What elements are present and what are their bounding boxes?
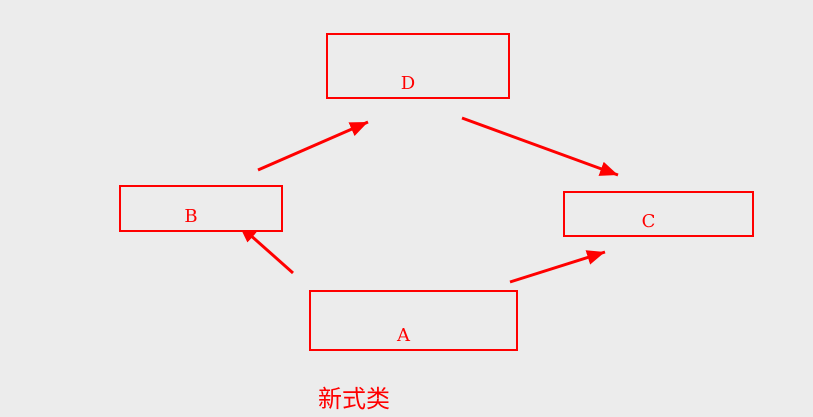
diagram-caption: 新式类 — [318, 385, 390, 413]
node-B-label: B — [184, 206, 198, 227]
edge-B-to-D — [257, 120, 369, 172]
node-A: A — [309, 290, 518, 351]
edge-D-to-C — [461, 116, 619, 177]
node-B: B — [119, 185, 283, 232]
node-A-label: A — [397, 325, 410, 346]
edge-A-to-B — [238, 223, 294, 275]
node-C-label: C — [641, 211, 656, 232]
node-D: D — [326, 33, 510, 99]
node-C: C — [563, 191, 754, 237]
node-D-label: D — [400, 73, 416, 94]
edge-A-to-C — [509, 250, 606, 284]
